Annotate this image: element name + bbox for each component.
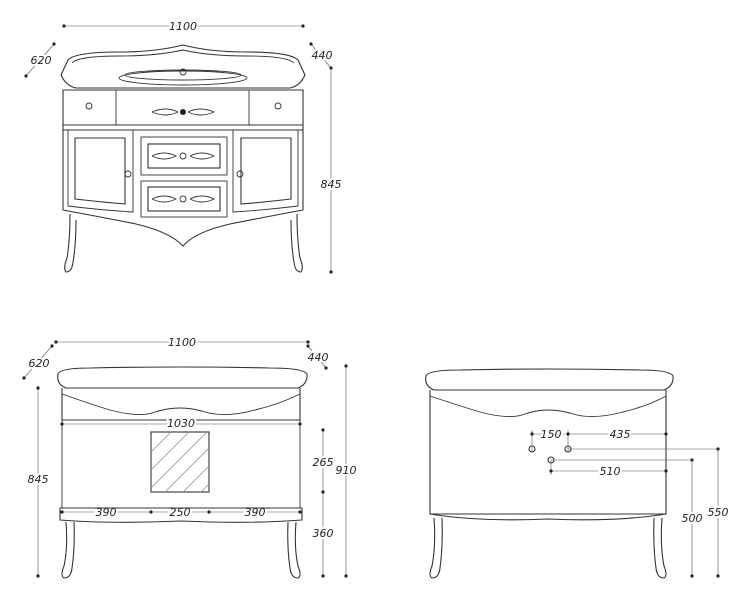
back-view: 1100 620 440 845 910 1030 xyxy=(22,334,359,579)
back-depth-inner-label: 440 xyxy=(308,351,329,364)
door-knob-icon xyxy=(124,170,132,178)
front-width-label: 1100 xyxy=(169,20,197,33)
back-inner-width-label: 1030 xyxy=(167,417,195,430)
drawer-knob-icon xyxy=(274,102,282,110)
back-depth-outer-label: 620 xyxy=(29,357,50,370)
front-depth-inner-label: 440 xyxy=(312,49,333,62)
front-depth-outer-label: 620 xyxy=(31,54,52,67)
right-view: 150 435 510 500 550 xyxy=(425,368,731,579)
side-offset-right-label: 435 xyxy=(610,428,631,441)
pipe-cutout xyxy=(150,431,210,493)
side-height-550-label: 550 xyxy=(708,506,729,519)
door-knob-icon xyxy=(236,170,244,178)
side-height-500-label: 500 xyxy=(682,512,703,525)
side-offset-mid-label: 510 xyxy=(600,465,621,478)
side-offset-small-label: 150 xyxy=(541,428,562,441)
back-upper-height-label: 265 xyxy=(313,456,334,469)
back-height-top-label: 845 xyxy=(28,473,49,486)
front-height-label: 845 xyxy=(321,178,342,191)
front-view: 1100 620 440 845 xyxy=(24,18,344,274)
faucet-hole-icon xyxy=(179,68,187,76)
back-height-total-label: 910 xyxy=(336,464,357,477)
drawer-knob-icon xyxy=(85,102,93,110)
back-width-label: 1100 xyxy=(168,336,196,349)
back-lower-height-label: 360 xyxy=(313,527,334,540)
